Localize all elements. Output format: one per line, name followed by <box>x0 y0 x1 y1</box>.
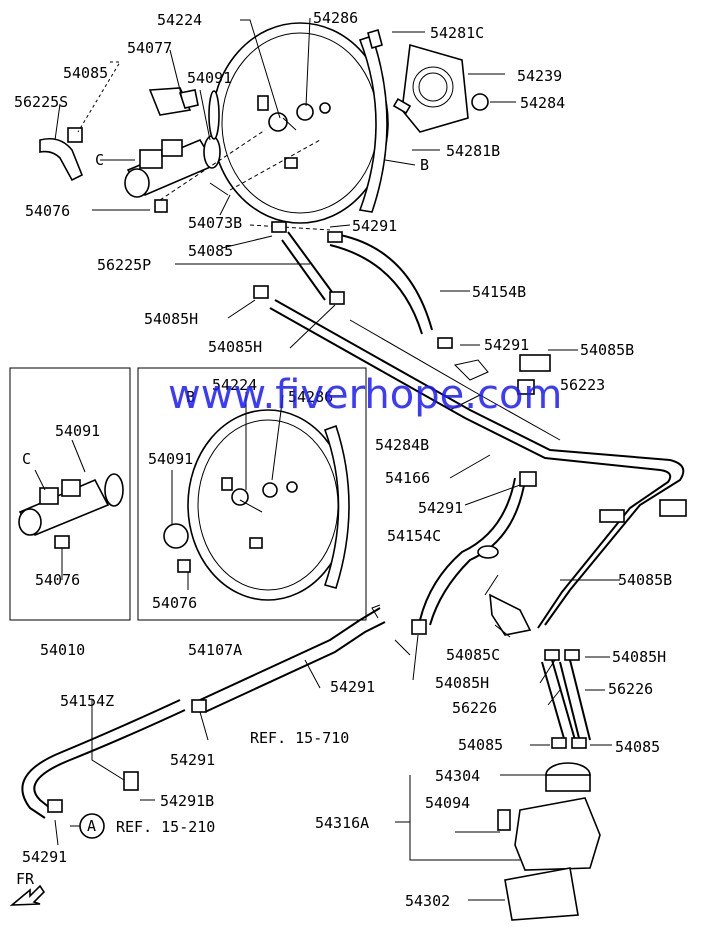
label-54291: 54291 <box>484 336 529 354</box>
hose-56225P <box>271 221 333 301</box>
label-A: A <box>87 817 96 835</box>
label-54085: 54085 <box>63 64 108 82</box>
watermark-text: www.fiverhope.com <box>168 372 562 418</box>
label-54094: 54094 <box>425 794 470 812</box>
inset-54010 <box>9 367 131 621</box>
label-56223: 56223 <box>560 376 605 394</box>
label-54281C: 54281C <box>430 24 484 42</box>
reservoir-54316A <box>497 762 601 921</box>
label-54085: 54085 <box>458 736 503 754</box>
label-54291: 54291 <box>22 848 67 866</box>
label-54281B: 54281B <box>446 142 500 160</box>
leader-lines-lower <box>54 394 620 901</box>
label-C: C <box>95 151 104 169</box>
label-54302: 54302 <box>405 892 450 910</box>
label-54085H: 54085H <box>208 338 262 356</box>
inset-54107A <box>137 367 367 621</box>
label-54085H: 54085H <box>612 648 666 666</box>
label-54304: 54304 <box>435 767 480 785</box>
ref-marker-circle-a <box>79 813 105 839</box>
clamp-54085H-a <box>253 285 269 299</box>
label-54224: 54224 <box>212 376 257 394</box>
label-54091: 54091 <box>187 69 232 87</box>
label-ref-15-710: REF. 15-710 <box>250 729 349 747</box>
label-54085H: 54085H <box>144 310 198 328</box>
label-54107A: 54107A <box>188 641 242 659</box>
label-56225P: 56225P <box>97 256 151 274</box>
label-54284: 54284 <box>520 94 565 112</box>
label-54284B: 54284B <box>375 436 429 454</box>
hose-54154C <box>411 471 537 636</box>
label-54091: 54091 <box>55 422 100 440</box>
label-54224: 54224 <box>157 11 202 29</box>
brake-booster-main <box>211 22 389 224</box>
label-54291: 54291 <box>352 217 397 235</box>
label-B: B <box>420 156 429 174</box>
label-54154Z: 54154Z <box>60 692 114 710</box>
label-54166: 54166 <box>385 469 430 487</box>
label-54291: 54291 <box>170 751 215 769</box>
label-54286: 54286 <box>313 9 358 27</box>
label-54085B: 54085B <box>618 571 672 589</box>
label-ref-15-210: REF. 15-210 <box>116 818 215 836</box>
hose-54154Z <box>21 699 207 819</box>
label-54085H: 54085H <box>435 674 489 692</box>
pin-54281B <box>392 97 412 115</box>
label-C: C <box>22 450 31 468</box>
label-54010: 54010 <box>40 641 85 659</box>
brake-pipes-56223 <box>269 299 687 629</box>
clamp-54085H-b <box>329 291 345 305</box>
leader-lines <box>54 17 578 351</box>
label-B: B <box>186 388 195 406</box>
label-54154B: 54154B <box>472 283 526 301</box>
label-56226: 56226 <box>608 680 653 698</box>
label-54077: 54077 <box>127 39 172 57</box>
label-54076: 54076 <box>152 594 197 612</box>
label-54291: 54291 <box>330 678 375 696</box>
pipe-ref-15-710 <box>199 604 411 713</box>
label-54085: 54085 <box>188 242 233 260</box>
mounting-plate-54239 <box>401 43 469 133</box>
hoses-56226 <box>541 649 591 749</box>
label-54085B: 54085B <box>580 341 634 359</box>
label-FR: FR <box>16 870 35 888</box>
hose-54154B <box>327 231 453 349</box>
label-54085: 54085 <box>615 738 660 756</box>
label-54316A: 54316A <box>315 814 369 832</box>
label-54286: 54286 <box>288 388 333 406</box>
labels: 54224 54286 54281C 54077 54085 54091 542… <box>14 9 672 910</box>
label-54076: 54076 <box>35 571 80 589</box>
label-54239: 54239 <box>517 67 562 85</box>
label-54073B: 54073B <box>188 214 242 232</box>
master-cylinder-main <box>39 87 229 213</box>
label-56226: 56226 <box>452 699 497 717</box>
nut-54284 <box>471 93 489 111</box>
clip-54281C <box>367 28 383 50</box>
front-arrow-icon <box>9 884 46 906</box>
label-54291B: 54291B <box>160 792 214 810</box>
label-54085C: 54085C <box>446 646 500 664</box>
label-54154C: 54154C <box>387 527 441 545</box>
label-56225S: 56225S <box>14 93 68 111</box>
label-54091: 54091 <box>148 450 193 468</box>
label-54076: 54076 <box>25 202 70 220</box>
label-54291: 54291 <box>418 499 463 517</box>
